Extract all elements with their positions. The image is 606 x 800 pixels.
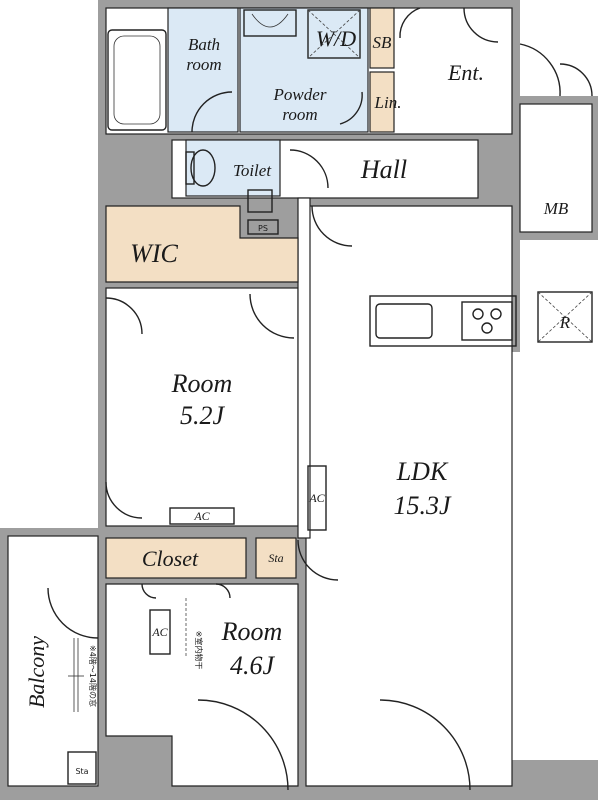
ldk-size: 15.3J — [393, 491, 452, 520]
powder-door — [339, 91, 363, 125]
closet-label: Closet — [142, 546, 199, 571]
cooktop — [461, 301, 513, 341]
bath-room-fill — [167, 7, 239, 133]
sb-door — [399, 7, 421, 39]
entrance-label: Ent. — [447, 60, 484, 85]
balcony-storage — [67, 751, 97, 785]
room1-door — [249, 293, 295, 339]
hall-label: Hall — [360, 155, 407, 184]
mb-door — [559, 63, 593, 97]
wet-areas — [167, 7, 369, 197]
dryer-note: ※室内物干 — [194, 631, 204, 670]
linen-fill — [369, 71, 395, 133]
mb-label: MB — [543, 199, 569, 218]
ac2-label: AC — [308, 491, 325, 505]
room1-closet-door-bottom — [105, 481, 143, 519]
room1-closet-door-top — [105, 297, 143, 335]
powder-room-fill — [239, 7, 369, 133]
window-note: ※4階～14階の窓 — [88, 645, 98, 707]
washer-box — [307, 9, 361, 59]
toilet-bowl — [190, 149, 216, 187]
linen-label: Lin. — [374, 93, 402, 112]
room2-label: Room — [221, 617, 283, 646]
ac3-label: AC — [151, 625, 168, 639]
room1-size: 5.2J — [180, 401, 226, 430]
closet-fill — [105, 537, 247, 579]
ps-label: PS — [258, 224, 268, 233]
ldk-door — [311, 205, 353, 247]
room1-label: Room — [171, 369, 233, 398]
interior — [7, 7, 593, 787]
room2-door — [297, 539, 339, 581]
toilet-label: Toilet — [233, 161, 272, 180]
refrigerator-label: R — [559, 313, 571, 332]
powder-room-label: Powder — [273, 85, 327, 104]
kitchen-sink — [375, 303, 433, 339]
ac-unit-room2 — [149, 609, 171, 655]
ac1-label: AC — [193, 509, 210, 523]
wic-label: WIC — [130, 239, 178, 268]
balcony-label: Balcony — [24, 636, 49, 708]
storage1-fill — [255, 537, 297, 579]
storage1-label: Sta — [268, 551, 283, 565]
room2-size: 4.6J — [230, 651, 276, 680]
powder-room-label-2: room — [282, 105, 317, 124]
toilet-door — [289, 149, 329, 189]
storage2-label: Sta — [75, 767, 88, 776]
sb-label: SB — [373, 33, 393, 52]
ps-box — [247, 219, 279, 235]
balcony-door — [47, 587, 99, 639]
refrigerator-box — [537, 291, 593, 343]
toilet-basin — [247, 189, 273, 213]
bathtub — [107, 29, 167, 131]
storage-areas — [105, 7, 395, 579]
kitchen-counter — [369, 295, 517, 347]
wash-basin — [243, 9, 297, 37]
ldk-window-door — [379, 699, 471, 791]
wic-fill — [105, 205, 299, 283]
labels: Bath room W/D SB Ent. Powder room Lin. T… — [24, 26, 571, 776]
room2-window-door — [197, 699, 289, 791]
bath-room-label: Bath — [188, 35, 220, 54]
ac-unit-room1 — [169, 507, 235, 525]
ac-unit-ldk — [307, 465, 327, 531]
doors — [47, 7, 593, 791]
entrance-door — [519, 43, 561, 97]
bath-door — [191, 91, 233, 133]
entrance-inner-door — [463, 7, 499, 43]
ldk-label: LDK — [396, 457, 449, 486]
wd-label: W/D — [316, 26, 356, 51]
sb-fill — [369, 7, 395, 69]
fixtures — [67, 9, 593, 785]
toilet-fill — [185, 139, 281, 197]
bath-room-label-2: room — [186, 55, 221, 74]
